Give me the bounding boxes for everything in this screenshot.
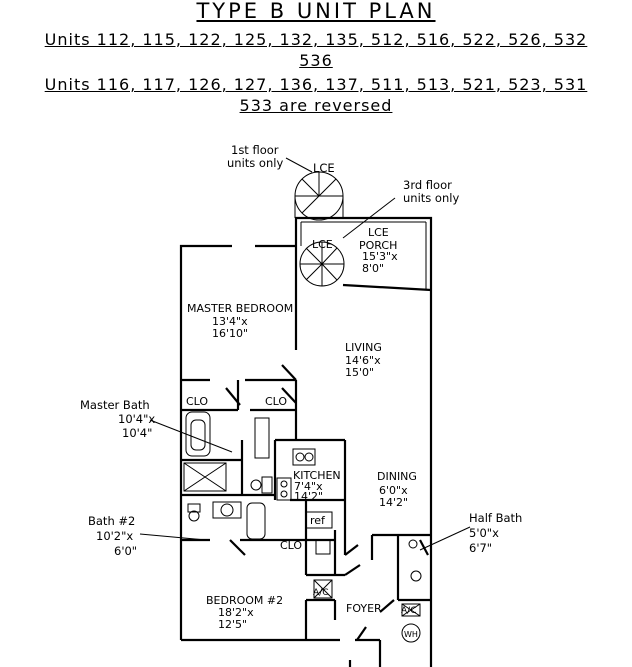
kitchen-sink xyxy=(292,448,316,466)
water-heater xyxy=(401,623,421,643)
half-bath-sink xyxy=(410,570,422,582)
first-floor-note-1: 1st floor xyxy=(231,143,279,157)
porch-name-2: PORCH xyxy=(359,239,397,252)
bath2-dim-1: 10'2"x xyxy=(96,529,133,543)
porch-dim-1: 15'3"x xyxy=(362,250,398,263)
master-bath-callout: Master Bath xyxy=(80,398,150,412)
bath2-tub xyxy=(246,502,266,540)
units-list-line-2: 536 xyxy=(299,51,333,70)
spiral-stair-first-floor xyxy=(294,171,344,221)
bedroom-2-name: BEDROOM #2 xyxy=(206,594,283,607)
kitchen-dim-2: 14'2" xyxy=(294,490,323,503)
bath2-vanity xyxy=(212,501,242,519)
living-name: LIVING xyxy=(345,341,382,354)
bath2-toilet xyxy=(188,510,200,522)
dining-dim-1: 6'0"x xyxy=(379,484,408,497)
reversed-units-line-2: 533 are reversed xyxy=(239,96,393,115)
ref-label: ref xyxy=(310,514,326,527)
spiral-stair-third-floor xyxy=(299,241,345,287)
leader-lines xyxy=(139,157,471,551)
living-dim-2: 15'0" xyxy=(345,366,374,379)
kitchen-range xyxy=(276,477,292,501)
interior-walls xyxy=(181,378,431,640)
units-list-line-1: Units 112, 115, 122, 125, 132, 135, 512,… xyxy=(44,30,588,49)
master-toilet xyxy=(250,479,262,491)
refrigerator xyxy=(305,511,333,529)
first-floor-note-2: units only xyxy=(227,156,283,170)
pantry xyxy=(315,539,331,555)
master-bedroom-dim-1: 13'4"x xyxy=(212,315,248,328)
dining-name: DINING xyxy=(377,470,417,483)
lce-stair-label: LCE xyxy=(312,238,333,251)
half-bath-callout: Half Bath xyxy=(469,511,522,525)
master-bath-dim-1: 10'4"x xyxy=(118,412,155,426)
dining-dim-2: 14'2" xyxy=(379,496,408,509)
half-bath-toilet xyxy=(408,539,418,549)
bedroom-2-dim-2: 12'5" xyxy=(218,618,247,631)
kitchen-name: KITCHEN xyxy=(293,469,341,482)
master-vanity xyxy=(254,417,270,459)
master-shower xyxy=(183,462,227,492)
kitchen-dim-1: 7'4"x xyxy=(294,480,323,493)
master-bath-dim-2: 10'4" xyxy=(122,426,152,440)
fixtures xyxy=(183,411,422,643)
third-floor-note-2: units only xyxy=(403,191,459,205)
ac-unit-bedroom xyxy=(313,579,333,599)
ac-unit-foyer xyxy=(401,603,421,617)
reversed-units-line-1: Units 116, 117, 126, 127, 136, 137, 511,… xyxy=(44,75,588,94)
porch-name-1: LCE xyxy=(368,226,389,239)
foyer-label: FOYER xyxy=(346,602,382,615)
master-tub xyxy=(185,411,211,457)
ac-label-1: A/C xyxy=(313,588,328,598)
living-dim-1: 14'6"x xyxy=(345,354,381,367)
exterior-walls xyxy=(179,216,433,667)
door-swings xyxy=(225,364,429,641)
plan-title: TYPE B UNIT PLAN xyxy=(196,0,436,23)
master-bedroom-name: MASTER BEDROOM xyxy=(187,302,293,315)
closet-3-label: CLO xyxy=(280,539,302,552)
closet-2-label: CLO xyxy=(265,395,287,408)
half-bath-dim-1: 5'0"x xyxy=(469,526,499,540)
porch-dim-2: 8'0" xyxy=(362,262,384,275)
bath2-callout: Bath #2 xyxy=(88,514,135,528)
bedroom-2-dim-1: 18'2"x xyxy=(218,606,254,619)
master-bedroom-dim-2: 16'10" xyxy=(212,327,248,340)
bath2-dim-2: 6'0" xyxy=(114,544,137,558)
half-bath-dim-2: 6'7" xyxy=(469,541,492,555)
ac-label-2: A/C xyxy=(401,606,416,616)
closet-1-label: CLO xyxy=(186,395,208,408)
water-heater-label: WH xyxy=(404,630,418,639)
third-floor-note-1: 3rd floor xyxy=(403,178,452,192)
lce-top-label: LCE xyxy=(313,161,335,175)
